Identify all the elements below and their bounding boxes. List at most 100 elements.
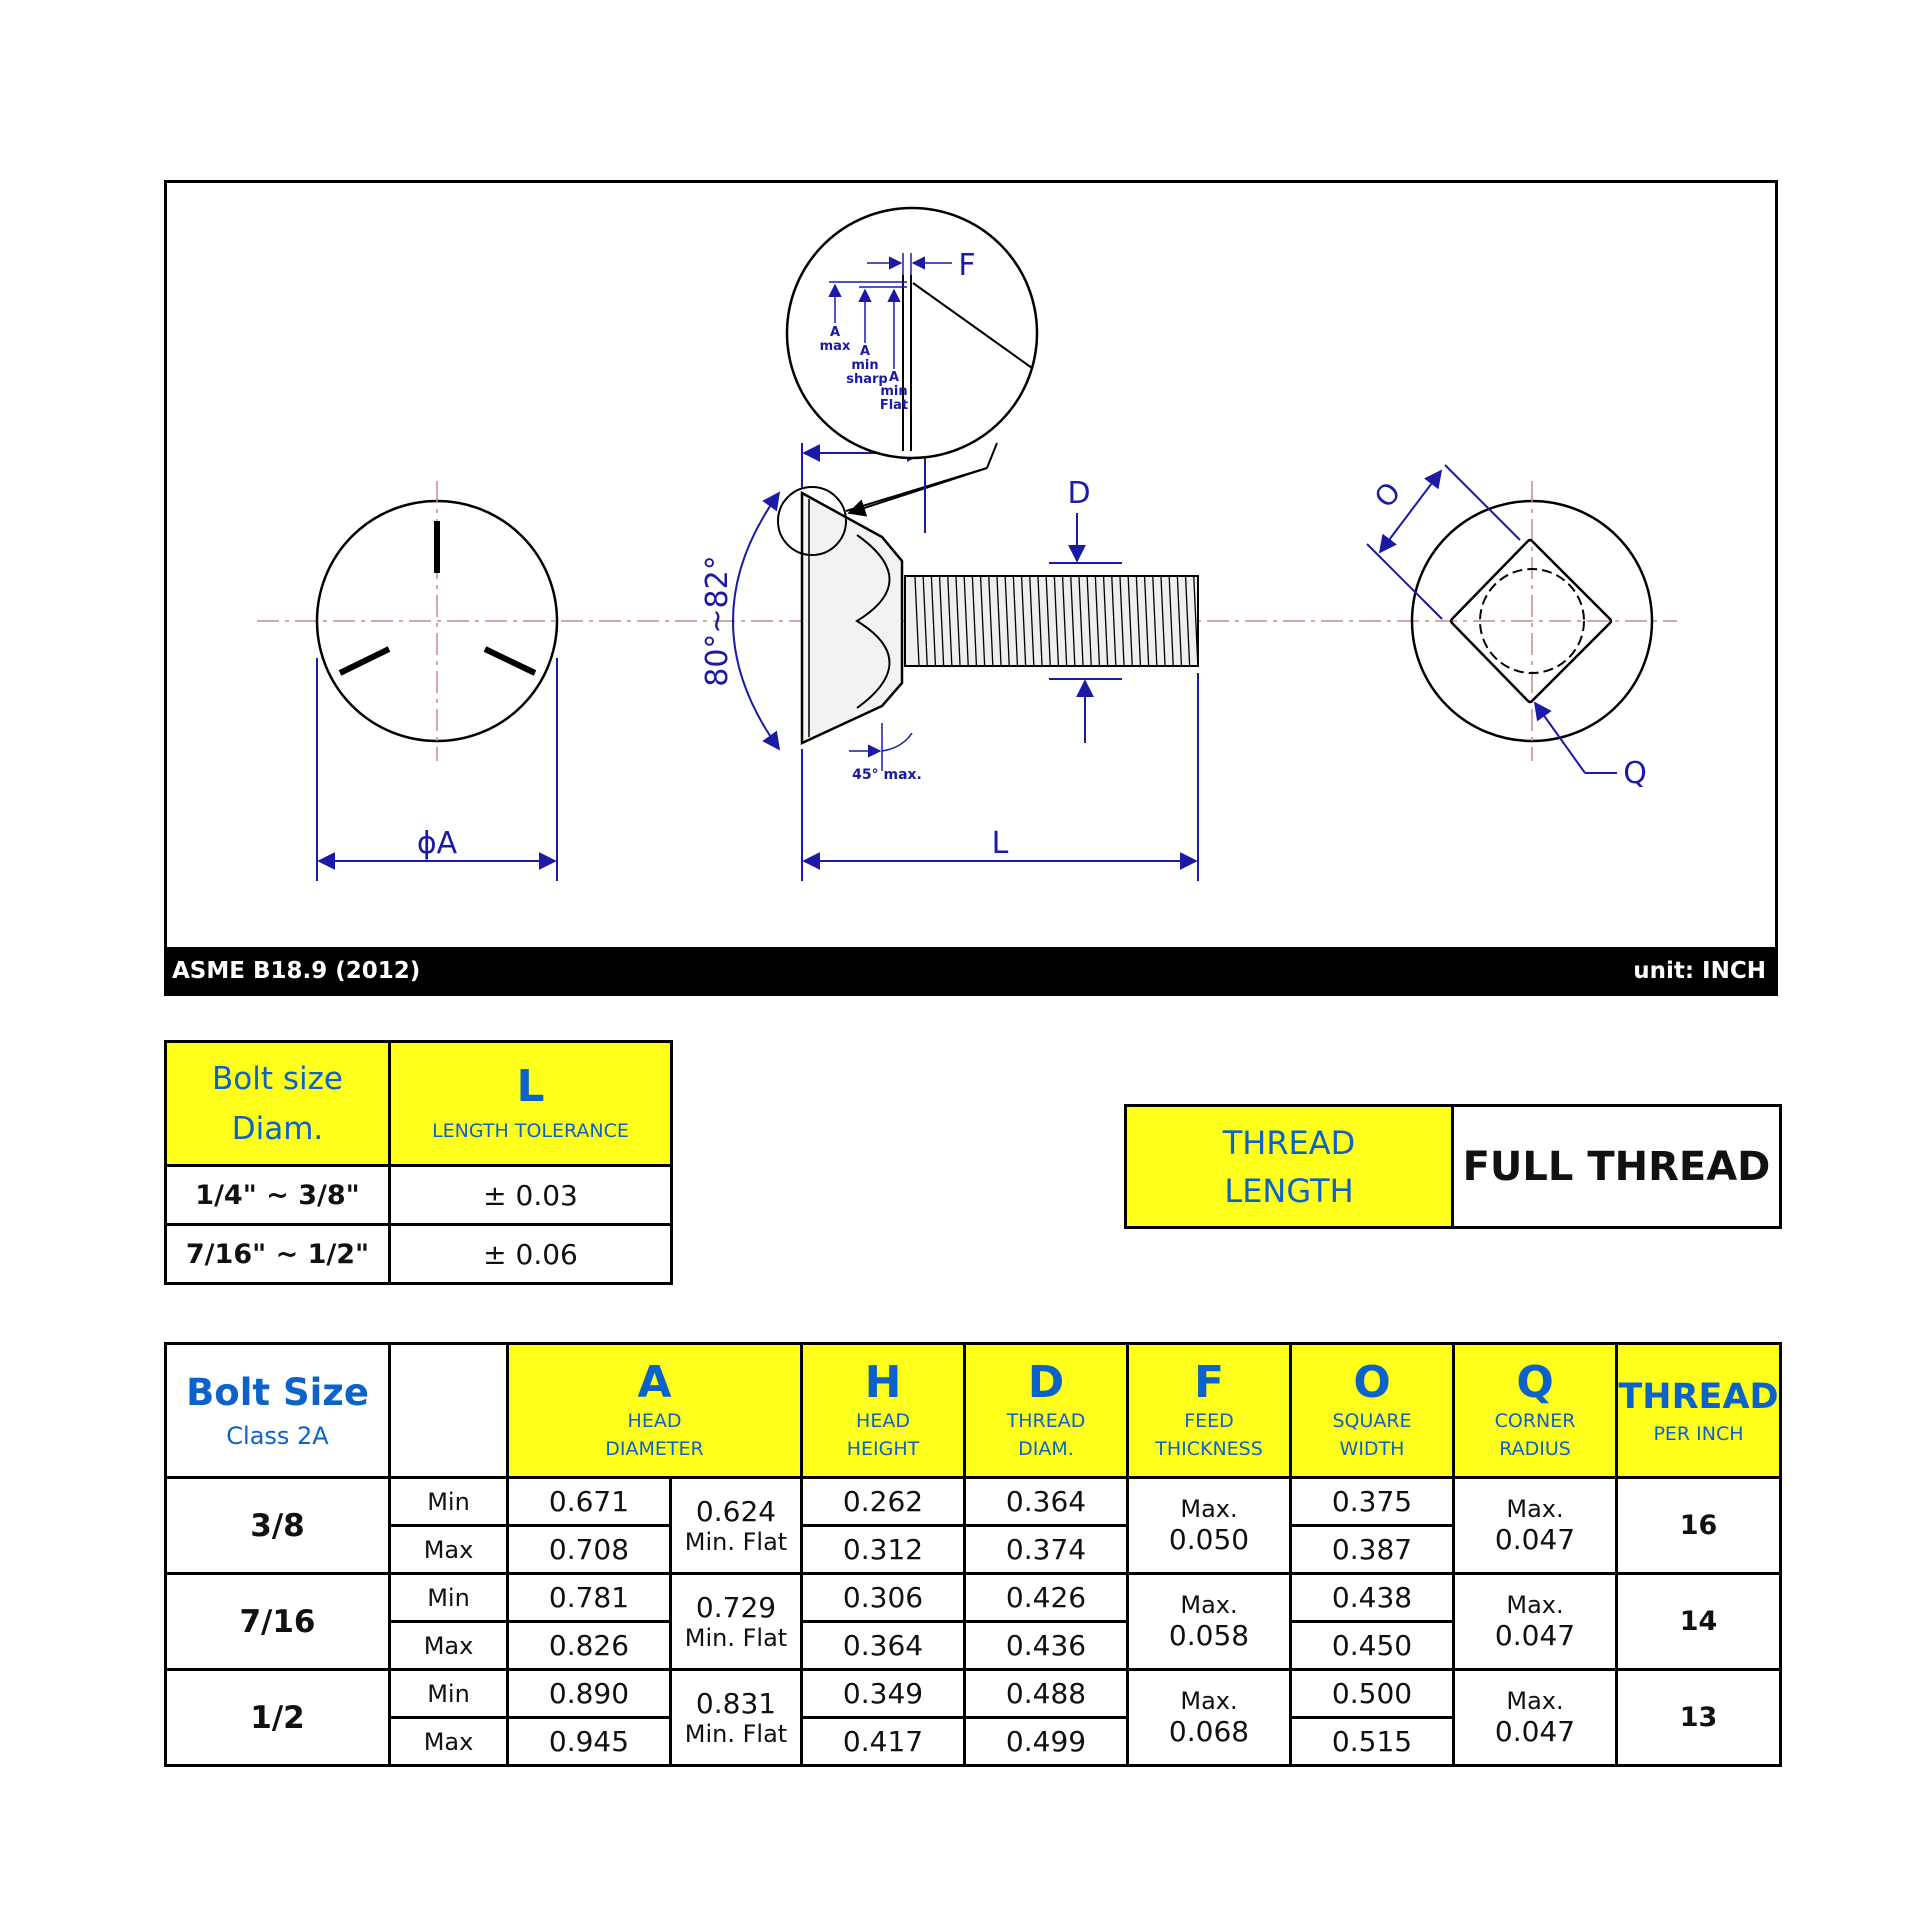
thread-line (1070, 576, 1076, 666)
dim-label-o: O (1368, 476, 1407, 514)
max-label: Max (388, 1716, 509, 1767)
thread-line (922, 576, 928, 666)
bolt-size-cell: 3/8 (164, 1476, 391, 1575)
label-a-sharp-2: min (851, 358, 878, 373)
min-label: Min (388, 1572, 509, 1623)
o-min-cell: 0.500 (1289, 1668, 1456, 1719)
tpi-cell: 13 (1615, 1668, 1783, 1767)
a-min-cell: 0.781 (506, 1572, 672, 1623)
f-cell: Max.0.068 (1126, 1668, 1293, 1767)
label-a-max-1: A (830, 325, 840, 340)
o-min-cell: 0.438 (1289, 1572, 1456, 1623)
thread-line (1176, 576, 1183, 666)
thread-line (1111, 576, 1117, 666)
thread-line (955, 576, 961, 666)
thread-line (996, 576, 1002, 666)
o-max-cell: 0.515 (1289, 1716, 1456, 1767)
thread-line (1152, 576, 1158, 666)
thread-line (1143, 576, 1150, 666)
tol-header-size: Bolt size Diam. (164, 1040, 391, 1167)
thread-line (1094, 576, 1101, 666)
h-min-cell: 0.306 (800, 1572, 967, 1623)
header-blank (388, 1342, 509, 1479)
tol-row-size: 7/16" ~ 1/2" (164, 1223, 391, 1285)
d-max-cell: 0.374 (963, 1524, 1130, 1575)
thread-line (1119, 576, 1125, 666)
header-f: F FEED THICKNESS (1126, 1342, 1293, 1479)
d-max-cell: 0.436 (963, 1620, 1130, 1671)
max-label: Max (388, 1620, 509, 1671)
bolt-size-cell: 1/2 (164, 1668, 391, 1767)
thread-line (1127, 576, 1133, 666)
h-min-cell: 0.262 (800, 1476, 967, 1527)
standard-bar: ASME B18.9 (2012) unit: INCH (164, 948, 1778, 996)
d-min-cell: 0.488 (963, 1668, 1130, 1719)
detail-view: F A max A min sharp A min Flat (785, 206, 1039, 460)
f-cell: Max.0.050 (1126, 1476, 1293, 1575)
thread-length-table: THREAD LENGTH FULL THREAD (1124, 1104, 1782, 1229)
f-cell: Max.0.058 (1126, 1572, 1293, 1671)
standard-label: ASME B18.9 (2012) (172, 958, 421, 984)
dim-label-chamfer: 45° max. (852, 767, 922, 783)
head-top-view: ϕA (315, 481, 559, 881)
thread-line (1045, 576, 1051, 666)
q-cell: Max.0.047 (1452, 1476, 1619, 1575)
thread-line (1102, 576, 1109, 666)
thread-line (988, 576, 994, 666)
thread-line (1168, 576, 1174, 666)
thread-line (1053, 576, 1060, 666)
thread-line (1004, 576, 1010, 666)
a-min-cell: 0.890 (506, 1668, 672, 1719)
spec-table: Bolt Size Class 2A A HEAD DIAMETER H HEA… (164, 1342, 1783, 1767)
h-min-cell: 0.349 (800, 1668, 967, 1719)
thread-line (914, 576, 920, 666)
thread-line (971, 576, 978, 666)
dim-label-l: L (992, 826, 1009, 861)
thread-line (1160, 576, 1166, 666)
header-a: A HEAD DIAMETER (505, 1342, 804, 1479)
tol-row-value: ± 0.06 (388, 1223, 673, 1285)
label-a-sharp-3: sharp (846, 372, 887, 387)
thread-line (1020, 576, 1027, 666)
thread-line (1086, 576, 1092, 666)
header-q: Q CORNER RADIUS (1452, 1342, 1619, 1479)
o-max-cell: 0.387 (1289, 1524, 1456, 1575)
thread-line (947, 576, 953, 666)
tpi-cell: 16 (1615, 1476, 1783, 1575)
a-max-cell: 0.945 (506, 1716, 672, 1767)
h-max-cell: 0.364 (800, 1620, 967, 1671)
header-bolt-size: Bolt Size Class 2A (164, 1342, 391, 1479)
min-label: Min (388, 1476, 509, 1527)
dim-label-a: ϕA (417, 826, 458, 861)
dim-label-angle: 80°~82° (700, 555, 735, 686)
thread-line (1061, 576, 1068, 666)
label-a-max-2: max (820, 339, 851, 354)
min-label: Min (388, 1668, 509, 1719)
dim-label-q: Q (1623, 756, 1647, 791)
drawing-frame: ϕA H 80°~82° (164, 180, 1778, 950)
thread-line (979, 576, 986, 666)
tol-row-size: 1/4" ~ 3/8" (164, 1164, 391, 1226)
o-max-cell: 0.450 (1289, 1620, 1456, 1671)
bolt-size-cell: 7/16 (164, 1572, 391, 1671)
h-max-cell: 0.312 (800, 1524, 967, 1575)
header-o: O SQUARE WIDTH (1289, 1342, 1456, 1479)
label-a-sharp-1: A (860, 344, 870, 359)
q-cell: Max.0.047 (1452, 1668, 1619, 1767)
tol-header-l: L LENGTH TOLERANCE (388, 1040, 673, 1167)
thread-line (930, 576, 937, 666)
thread-line (963, 576, 969, 666)
a-min-cell: 0.671 (506, 1476, 672, 1527)
header-thread: THREAD PER INCH (1615, 1342, 1783, 1479)
unit-label: unit: INCH (1633, 958, 1766, 984)
header-h: H HEAD HEIGHT (800, 1342, 967, 1479)
d-max-cell: 0.499 (963, 1716, 1130, 1767)
d-min-cell: 0.426 (963, 1572, 1130, 1623)
